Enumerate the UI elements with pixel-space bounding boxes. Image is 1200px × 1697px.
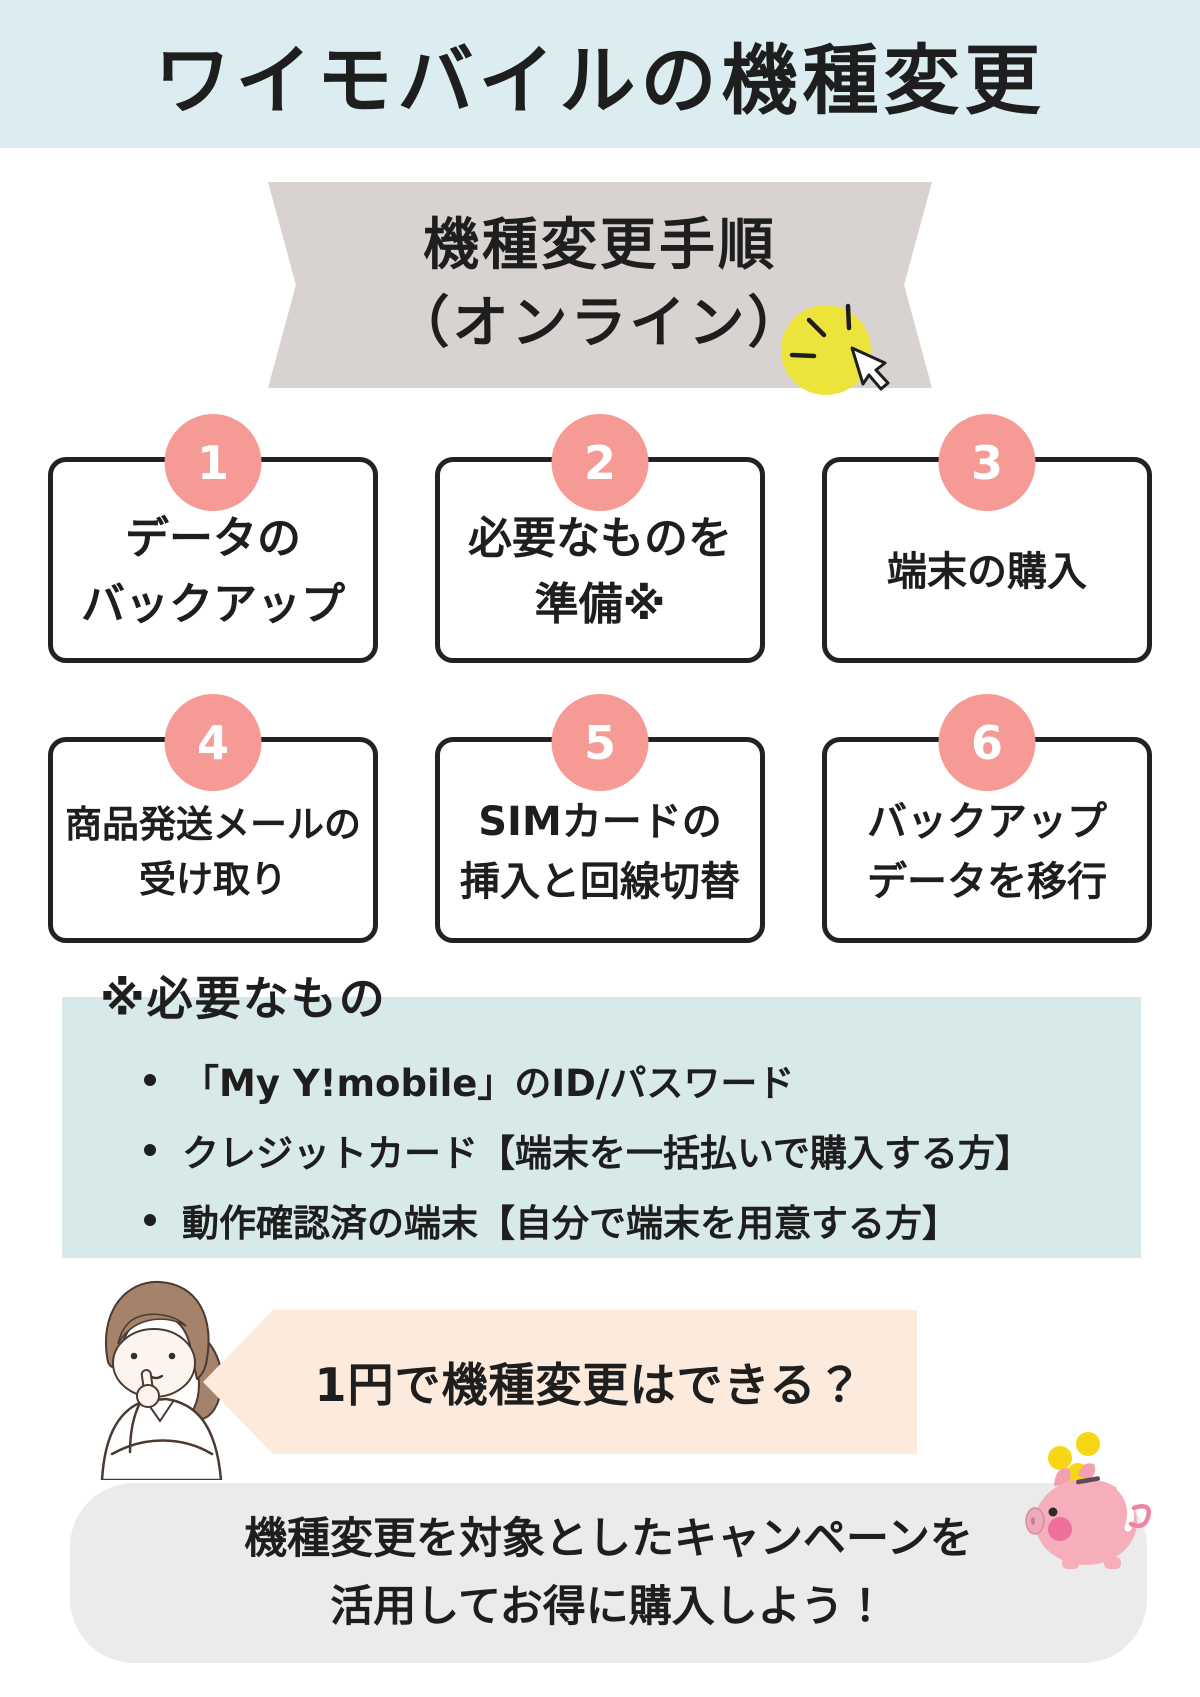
step-card-6: 6 バックアップ データを移行: [822, 694, 1152, 943]
step-label: 挿入と回線切替: [460, 859, 740, 905]
pig-nostril: [1031, 1517, 1035, 1525]
pig-leg: [1062, 1557, 1079, 1569]
step-number-badge: 4: [164, 694, 262, 791]
ribbon-line-2: （オンライン）: [393, 291, 807, 356]
step-label: バックアップ: [867, 799, 1107, 845]
ribbon-line-1: 機種変更手順: [423, 213, 777, 278]
required-items-list: 「My Y!mobile」のID/パスワード クレジットカード【端末を一括払いで…: [144, 1053, 1117, 1247]
step-label: データを移行: [867, 859, 1107, 905]
step-label: バックアップ: [81, 579, 345, 630]
piggy-bank-icon: [1025, 1432, 1151, 1569]
pig-highlight-dot: [1107, 1475, 1117, 1485]
required-item: 動作確認済の端末【自分で端末を用意する方】: [144, 1193, 1117, 1247]
coin-slot: [1076, 1476, 1100, 1485]
answer-line-1: 機種変更を対象としたキャンペーンを: [244, 1513, 973, 1564]
step-number-badge: 3: [938, 414, 1036, 511]
hand: [136, 1384, 160, 1408]
pig-leg: [1104, 1557, 1121, 1569]
mouse-cursor-arrow: [850, 346, 890, 391]
required-items-box: ※必要なもの 「My Y!mobile」のID/パスワード クレジットカード【端…: [62, 972, 1141, 1258]
step-label: 受け取り: [139, 858, 287, 901]
pig-ear-left: [1054, 1467, 1071, 1486]
pig-ear-right: [1078, 1463, 1096, 1480]
page-title: ワイモバイルの機種変更: [154, 36, 1046, 125]
step-card-5: 5 SIMカードの 挿入と回線切替: [435, 694, 765, 943]
eye-right: [168, 1352, 176, 1360]
required-item: 「My Y!mobile」のID/パスワード: [144, 1053, 1117, 1107]
header-band: ワイモバイルの機種変更: [0, 0, 1200, 148]
step-label: 必要なものを: [468, 513, 732, 564]
required-item-text: 「My Y!mobile」のID/パスワード: [182, 1062, 795, 1105]
steps-grid: 1 データの バックアップ 2 必要なものを 準備※ 3 端末の購入 4 商品発…: [48, 414, 1152, 943]
step-card-3: 3 端末の購入: [822, 414, 1152, 663]
required-item-text: クレジットカード【端末を一括払いで購入する方】: [182, 1132, 1032, 1175]
step-label: データの: [125, 513, 301, 564]
pig-body: [1035, 1479, 1137, 1565]
answer-line-2: 活用してお得に購入しよう！: [330, 1582, 887, 1632]
step-number-badge: 6: [938, 694, 1036, 791]
step-card-4: 4 商品発送メールの 受け取り: [48, 694, 378, 943]
required-item: クレジットカード【端末を一括払いで購入する方】: [144, 1123, 1117, 1177]
bullet-dot: [144, 1144, 156, 1156]
folded-arm: [110, 1439, 214, 1456]
eye-left: [130, 1352, 138, 1360]
answer-box: 機種変更を対象としたキャンペーンを 活用してお得に購入しよう！: [70, 1483, 1147, 1663]
bullet-dot: [144, 1074, 156, 1086]
question-text: 1円で機種変更はできる？: [314, 1358, 864, 1412]
required-item-text: 動作確認済の端末【自分で端末を用意する方】: [182, 1202, 959, 1245]
step-label: SIMカードの: [478, 799, 722, 845]
question-bubble: 1円で機種変更はできる？: [203, 1310, 917, 1454]
hair-fringe: [117, 1313, 187, 1345]
required-items-heading: ※必要なもの: [100, 971, 387, 1026]
step-card-2: 2 必要なものを 準備※: [435, 414, 765, 663]
pig-cheek: [1048, 1517, 1072, 1541]
pig-eye: [1048, 1507, 1058, 1517]
step-number-badge: 5: [551, 694, 649, 791]
thinking-woman-illustration: [100, 1280, 223, 1480]
click-burst-lines: [789, 303, 852, 359]
step-label: 端末の購入: [887, 549, 1087, 595]
section-ribbon: 機種変更手順 （オンライン）: [268, 182, 932, 388]
step-label: 商品発送メールの: [65, 802, 361, 846]
step-number-badge: 1: [164, 414, 262, 511]
step-label: 準備※: [534, 579, 666, 630]
cursor-click-icon: [781, 303, 890, 395]
bullet-dot: [144, 1214, 156, 1226]
pig-tail: [1128, 1504, 1151, 1529]
step-card-1: 1 データの バックアップ: [48, 414, 378, 663]
step-number-badge: 2: [551, 414, 649, 511]
